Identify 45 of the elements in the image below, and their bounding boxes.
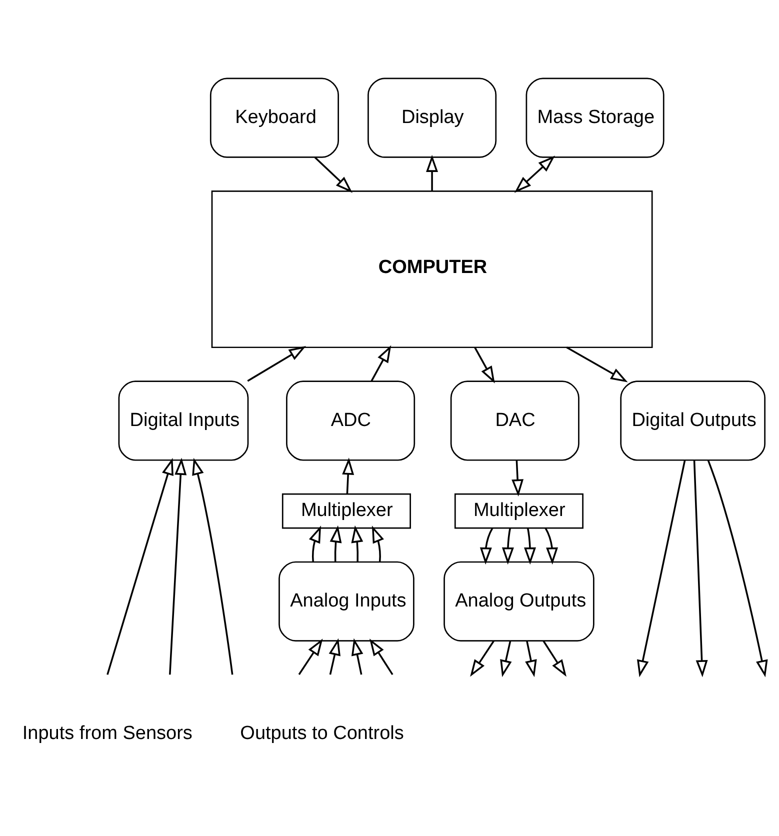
arrow (426, 154, 438, 190)
arrow (247, 346, 306, 382)
node-box: Mass Storage (526, 77, 664, 158)
arrow (169, 457, 187, 674)
arrow (372, 525, 384, 562)
node-box: Keyboard (210, 77, 339, 158)
arrow (707, 459, 768, 677)
arrow (500, 640, 512, 677)
arrow (693, 460, 708, 677)
node-box: ADC (286, 380, 416, 460)
node-box: COMPUTER (211, 190, 653, 348)
arrow (314, 156, 352, 192)
arrow (106, 457, 174, 674)
arrow (524, 527, 536, 564)
arrow (342, 457, 354, 494)
arrow (351, 638, 364, 674)
arrow (330, 524, 342, 562)
arrow (566, 346, 628, 382)
arrow (369, 638, 394, 675)
arrow (474, 346, 495, 383)
arrow (328, 638, 340, 674)
arrow (370, 344, 392, 382)
arrow (351, 524, 364, 562)
arrow (525, 640, 537, 677)
arrow (542, 640, 566, 676)
node-box: Digital Inputs (118, 380, 249, 460)
arrow (298, 638, 323, 675)
label: Outputs to Controls (240, 722, 404, 744)
arrow (470, 640, 495, 676)
node-box: Multiplexer (282, 492, 411, 528)
node-box: Analog Inputs (278, 560, 414, 641)
arrow (480, 527, 494, 564)
arrow (192, 457, 234, 674)
arrow (636, 460, 686, 677)
arrow (514, 155, 556, 192)
arrow (512, 460, 524, 496)
node-box: Analog Outputs (444, 560, 594, 641)
node-box: Display (368, 77, 497, 158)
node-box: Digital Outputs (620, 380, 766, 460)
arrow (544, 527, 558, 564)
node-box: Multiplexer (454, 492, 584, 528)
arrow (308, 525, 321, 562)
arrow (502, 527, 514, 564)
label: Inputs from Sensors (22, 722, 192, 744)
node-box: DAC (450, 380, 580, 460)
